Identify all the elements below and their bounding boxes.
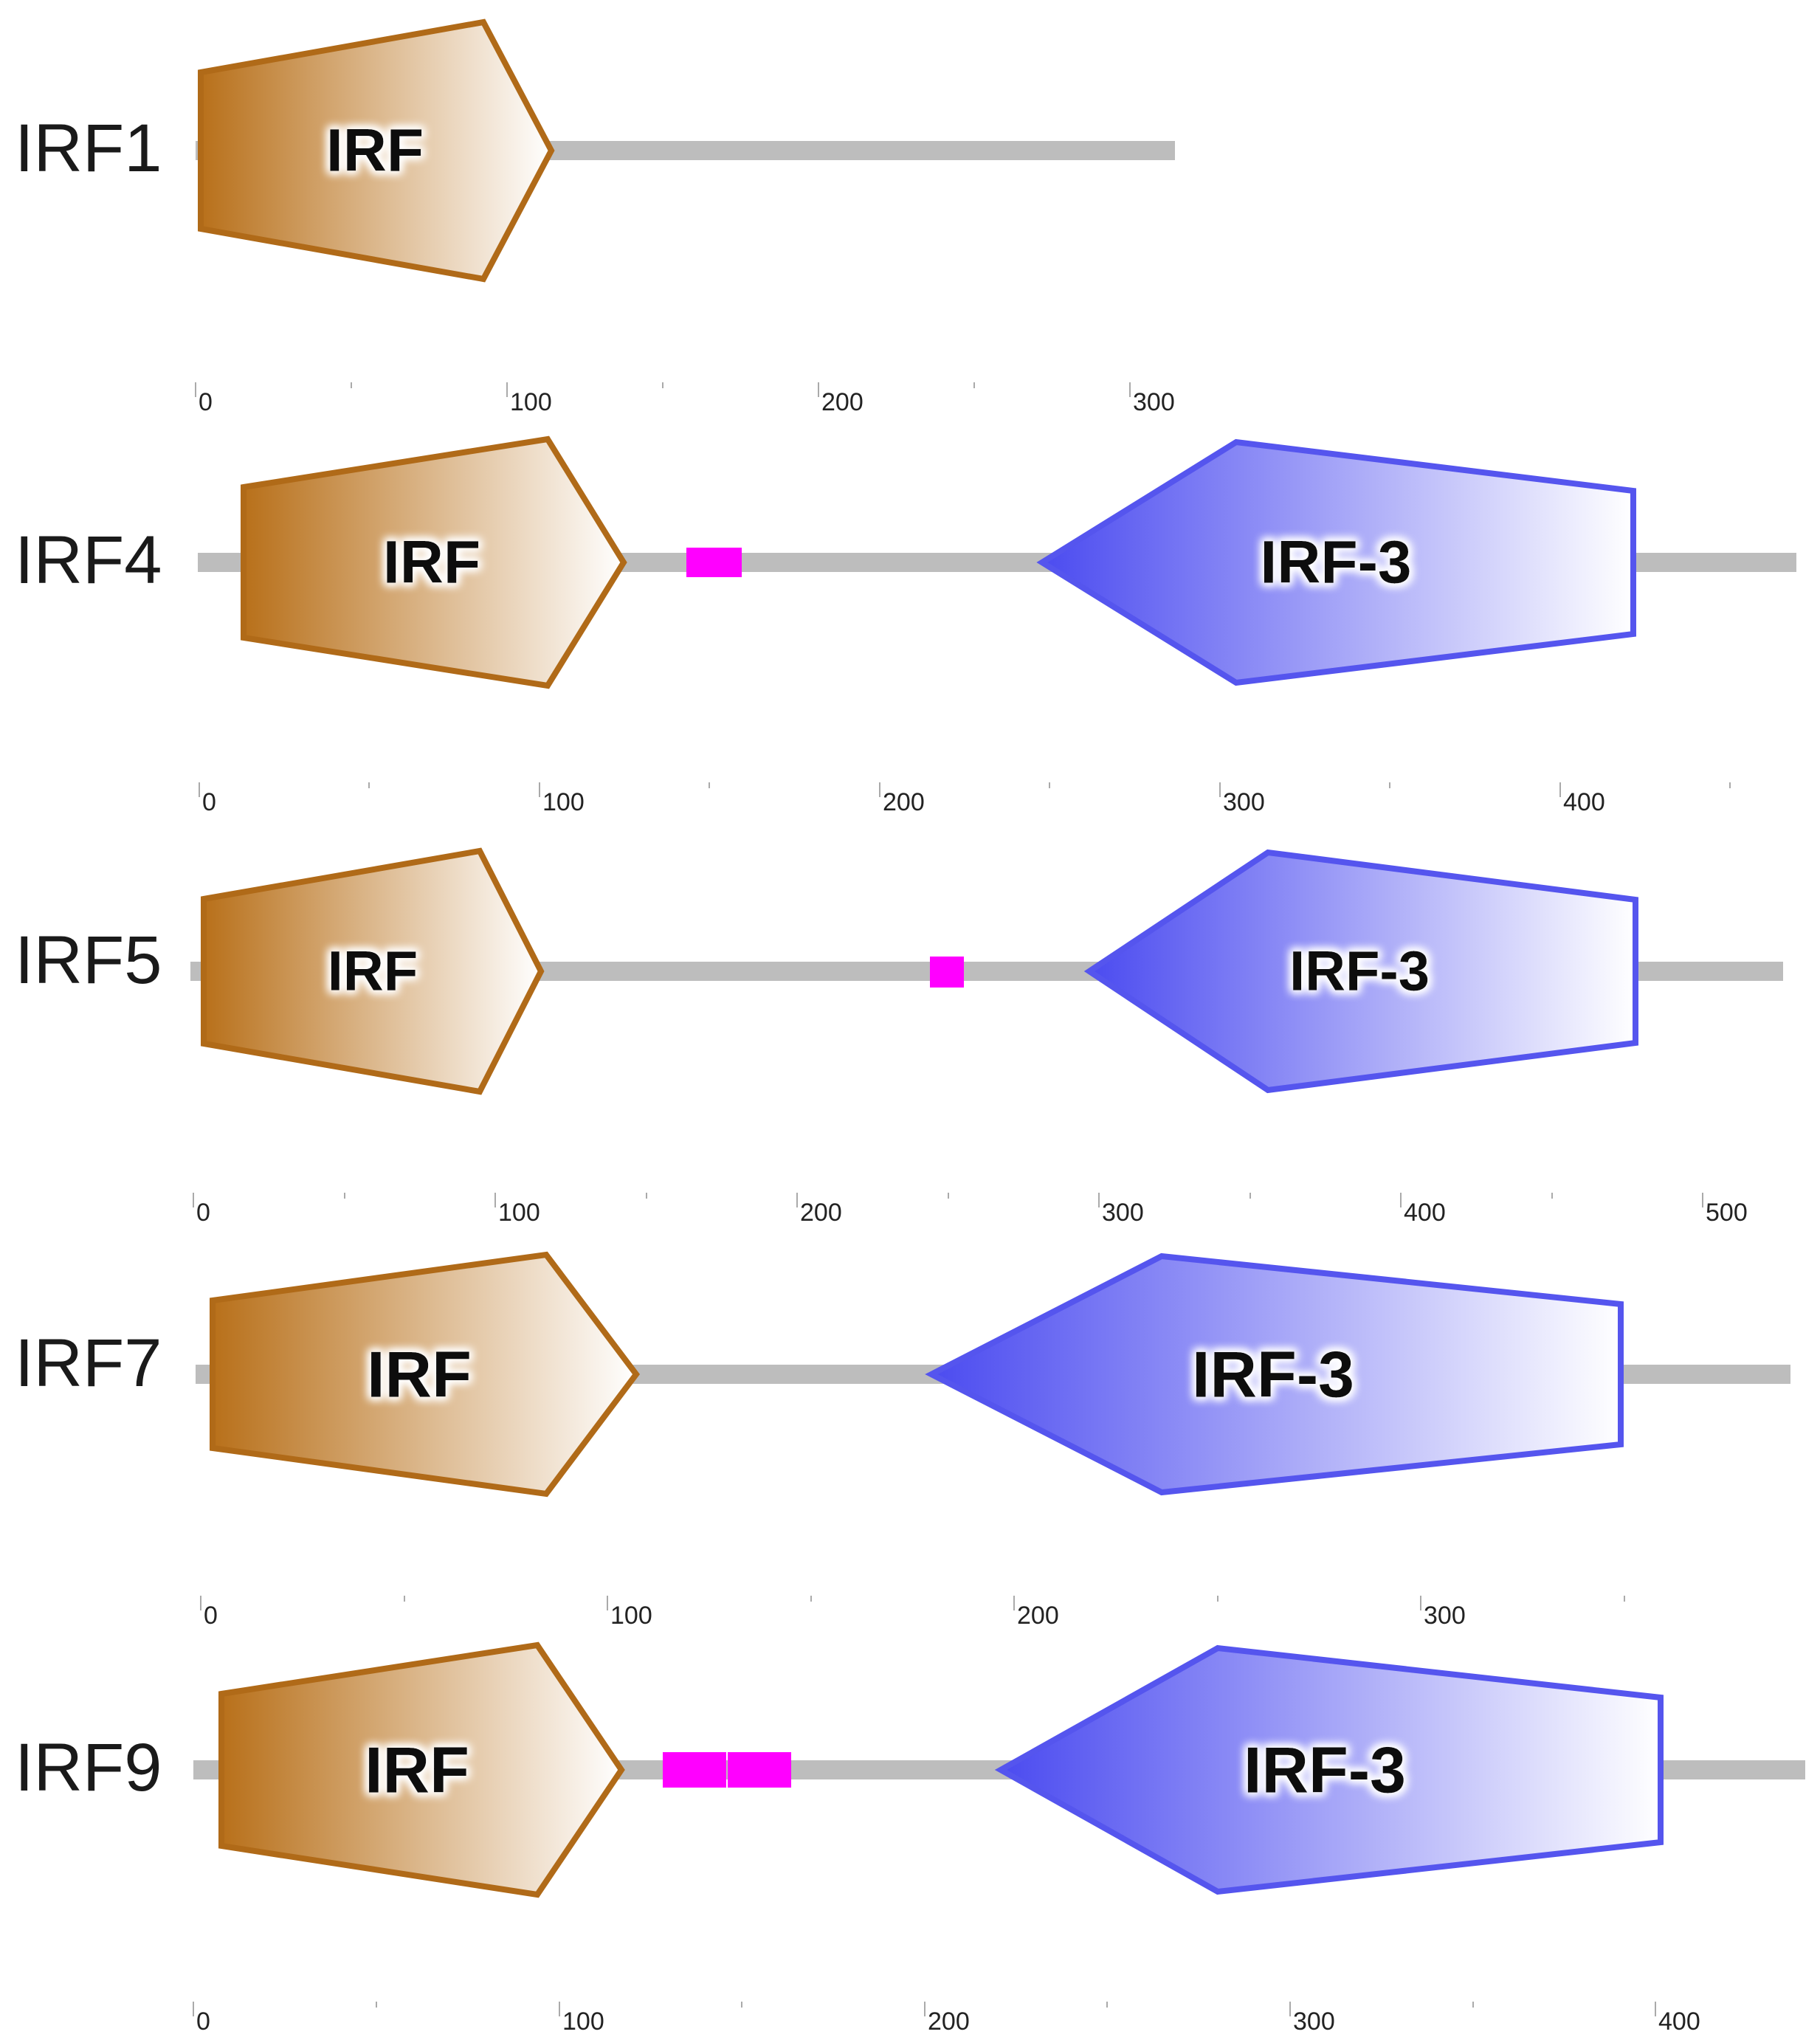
irf3-domain-label: IRF-3 [1192,1338,1354,1411]
protein-name: IRF9 [15,1730,162,1805]
protein-track-irf1: IRF1 IRF 0 100 200 300 [15,18,1175,416]
tick-label: 200 [1017,1602,1059,1630]
tick-label: 100 [542,788,585,816]
irf3-domain [925,1252,1624,1496]
motif-marker [728,1752,791,1788]
motif-marker [930,957,964,988]
tick-label: 200 [800,1199,842,1227]
irf-domain-label: IRF [328,940,418,1003]
position-scale: 0 100 200 300 400 500 [193,1193,1748,1227]
irf3-domain-label: IRF-3 [1289,940,1430,1003]
motif-marker [686,548,742,577]
protein-name: IRF4 [15,523,162,598]
irf3-domain-label: IRF-3 [1261,529,1412,596]
tick-label: 200 [821,388,864,416]
protein-track-irf7: IRF7 IRF IRF-3 0 100 200 300 [15,1251,1790,1630]
tick-label: 500 [1706,1199,1748,1227]
position-scale: 0 100 200 300 400 [199,782,1731,816]
tick-label: 200 [928,2008,970,2036]
tick-label: 300 [1133,388,1175,416]
protein-track-irf9: IRF9 IRF IRF-3 0 100 200 300 400 [15,1641,1805,2036]
irf-domain-label: IRF [367,1338,472,1411]
position-scale: 0 100 200 300 [195,382,1175,416]
irf3-domain [1036,438,1636,686]
irf-domain [210,1251,641,1498]
tick-label: 0 [204,1602,218,1630]
protein-name: IRF1 [15,111,162,186]
protein-track-irf4: IRF4 IRF IRF-3 0 100 200 300 400 [15,435,1796,816]
tick-label: 400 [1563,788,1605,816]
irf-domain-label: IRF [383,529,480,596]
tick-label: 400 [1404,1199,1446,1227]
tick-label: 300 [1424,1602,1466,1630]
protein-name: IRF7 [15,1326,162,1401]
tick-label: 0 [199,388,213,416]
tick-label: 400 [1658,2008,1700,2036]
irf3-domain [1083,849,1638,1094]
irf-domain [218,1641,625,1898]
tick-label: 300 [1102,1199,1144,1227]
irf-domain-label: IRF [326,117,424,185]
position-scale: 0 100 200 300 [200,1596,1625,1630]
irf-domain [198,18,555,283]
irf-domain [201,847,545,1095]
tick-label: 200 [883,788,925,816]
irf3-domain-label: IRF-3 [1244,1734,1406,1807]
protein-track-irf5: IRF5 IRF IRF-3 0 100 200 300 400 500 [15,847,1783,1227]
irf3-domain [994,1644,1664,1895]
protein-name: IRF5 [15,923,162,998]
tick-label: 0 [202,788,216,816]
irf-domain-label: IRF [365,1734,469,1807]
tick-label: 0 [196,1199,210,1227]
motif-marker [663,1752,726,1788]
tick-label: 100 [562,2008,604,2036]
position-scale: 0 100 200 300 400 [193,2002,1700,2036]
tick-label: 300 [1293,2008,1335,2036]
irf-domain [241,435,627,689]
tick-label: 300 [1223,788,1265,816]
tick-label: 100 [498,1199,540,1227]
tick-label: 0 [196,2008,210,2036]
tick-label: 100 [610,1602,652,1630]
tick-label: 100 [510,388,552,416]
